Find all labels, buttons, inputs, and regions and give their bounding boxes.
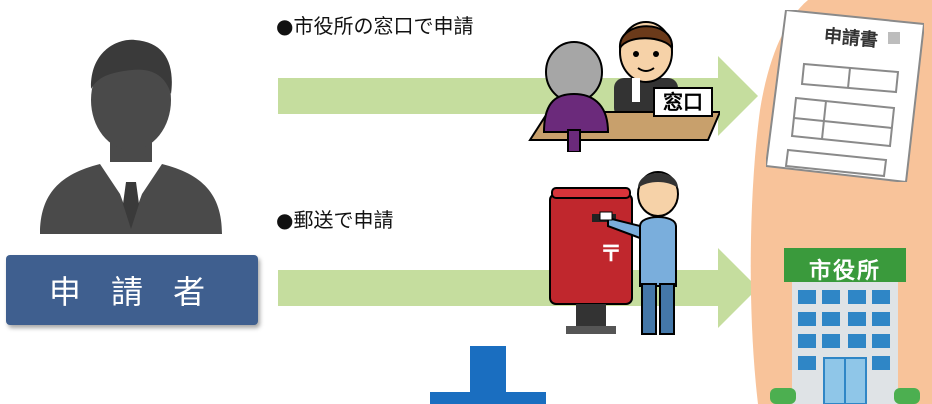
- application-form-icon: [766, 10, 924, 182]
- arrow-mail: [278, 248, 758, 328]
- city-hall-icon: [770, 248, 920, 404]
- arrow-counter: [278, 56, 758, 136]
- route-caption-counter: ●市役所の窓口で申請: [276, 14, 474, 38]
- counter-sign: 窓口: [663, 90, 703, 114]
- down-arrow: [430, 346, 546, 404]
- postbox-mark: 〒: [599, 242, 622, 267]
- route-caption-mail: ●郵送で申請: [276, 208, 394, 232]
- postbox-illustration: [549, 171, 679, 335]
- applicant-label: 申 請 者: [6, 255, 258, 325]
- counter-scene: 窓口: [528, 12, 720, 152]
- form-title: 申請書: [823, 25, 879, 52]
- clerk-illustration: [528, 21, 720, 152]
- person-icon: [40, 39, 222, 234]
- city-hall-sign: 市役所: [808, 259, 881, 284]
